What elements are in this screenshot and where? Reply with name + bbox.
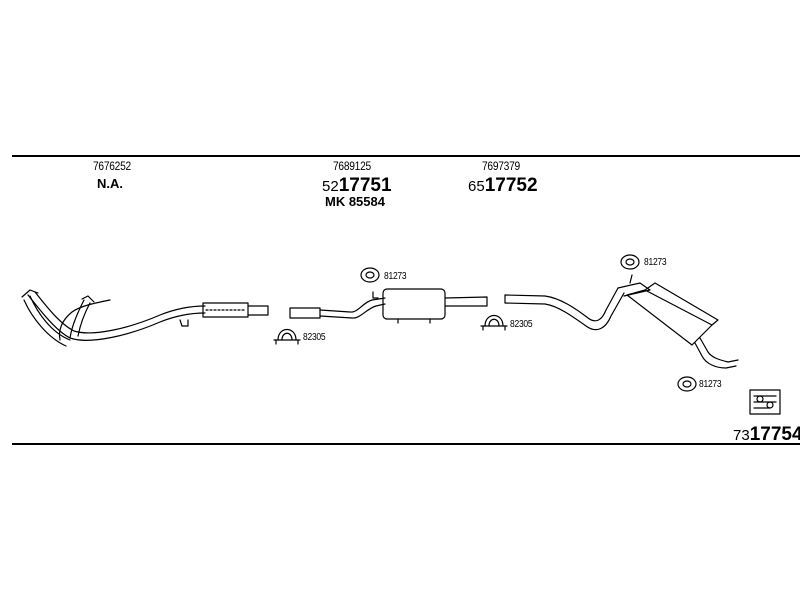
kit-box-icon xyxy=(749,389,781,415)
clamp-code-label-left: 82305 xyxy=(303,332,326,343)
rear-section-drawing xyxy=(504,274,739,369)
kit-part-main: 17754 xyxy=(749,424,800,445)
rubber-mount-code-label-rear-top: 81273 xyxy=(644,257,667,268)
middle-section-oe-number: 7689125 xyxy=(333,159,371,173)
kit-part-prefix: 73 xyxy=(733,427,750,444)
front-pipe-part-label: N.A. xyxy=(97,176,123,191)
middle-section-mk-label: MK 85584 xyxy=(325,194,385,209)
bottom-divider-line xyxy=(12,443,800,445)
clamp-icon-right xyxy=(480,314,508,331)
rear-muffler xyxy=(626,289,713,346)
rubber-mount-icon-rear-top xyxy=(620,254,640,270)
kit-part-number: 7317754 xyxy=(733,425,800,444)
front-pipe-oe-number: 7676252 xyxy=(93,159,131,173)
clamp-icon-left xyxy=(273,328,301,345)
rubber-mount-code-label-middle: 81273 xyxy=(384,271,407,282)
rubber-mount-code-label-rear-bottom: 81273 xyxy=(699,379,722,390)
middle-section-part-prefix: 52 xyxy=(322,178,339,195)
middle-section-drawing xyxy=(289,288,488,324)
clamp-code-label-right: 82305 xyxy=(510,319,533,330)
rear-section-oe-number: 7697379 xyxy=(482,159,520,173)
middle-section-part-main: 17751 xyxy=(338,175,392,196)
middle-section-part-number: 5217751 xyxy=(322,176,392,195)
rear-section-part-main: 17752 xyxy=(484,175,538,196)
front-pipe-drawing xyxy=(21,289,269,347)
flex-pipe-section xyxy=(202,302,249,318)
rubber-mount-icon-rear-bottom xyxy=(677,376,697,392)
center-muffler xyxy=(382,288,446,320)
rear-section-part-number: 6517752 xyxy=(468,176,538,195)
top-divider-line xyxy=(12,155,800,157)
rubber-mount-icon-middle xyxy=(360,267,380,283)
rear-section-part-prefix: 65 xyxy=(468,178,485,195)
